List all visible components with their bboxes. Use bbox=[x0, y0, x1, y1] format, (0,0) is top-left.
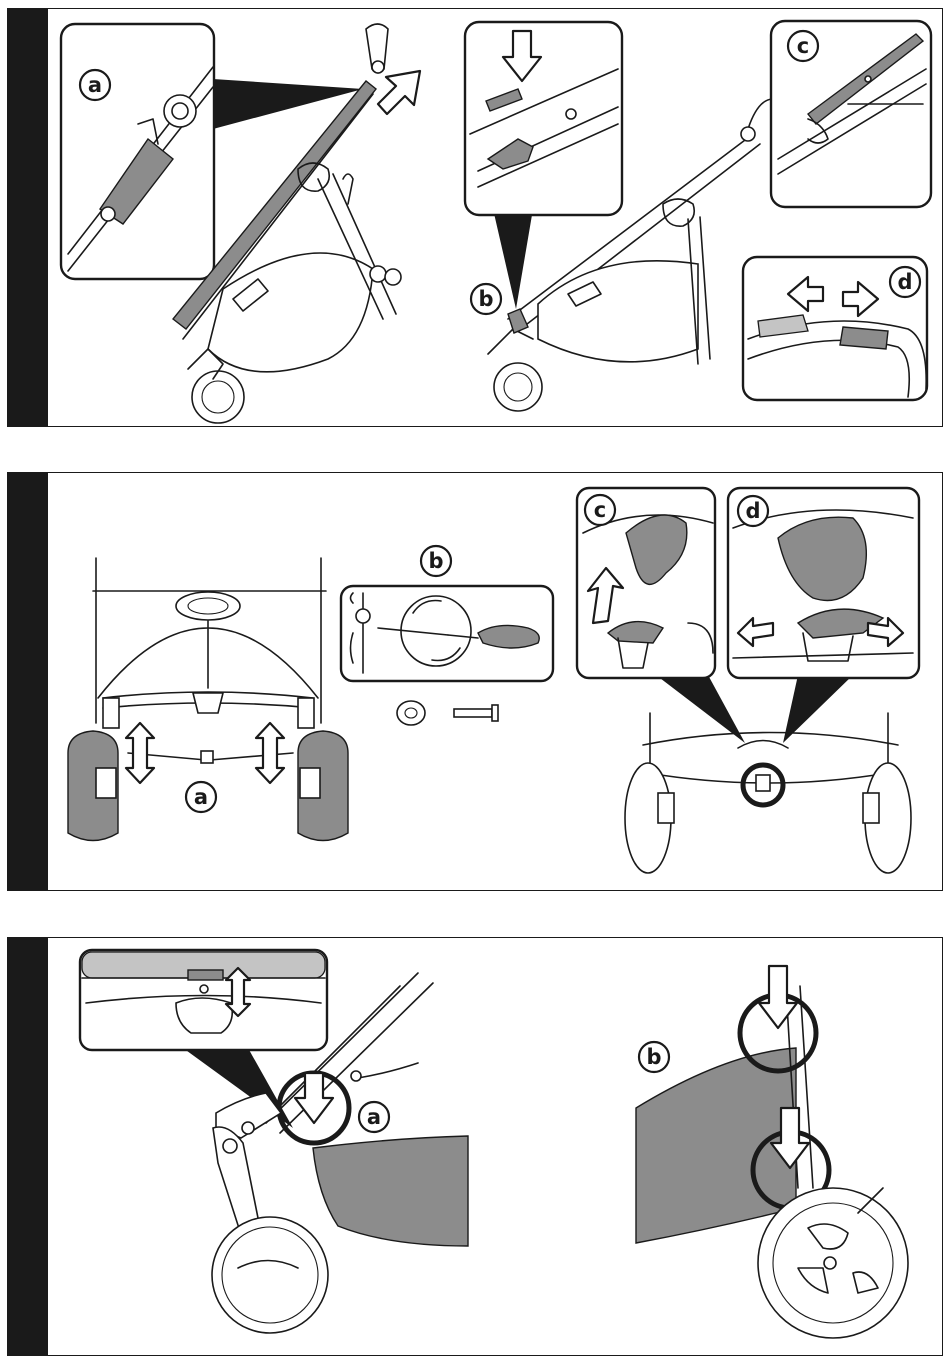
label-c-p1: c bbox=[788, 31, 818, 61]
inset-a-p3 bbox=[80, 950, 327, 1050]
label-a-p1: a bbox=[80, 70, 110, 100]
seat-fabric-a bbox=[313, 1136, 468, 1246]
nut bbox=[397, 701, 425, 725]
svg-text:a: a bbox=[367, 1105, 381, 1129]
label-b-p2: b bbox=[421, 546, 451, 576]
instruction-panel-3: a b bbox=[7, 937, 943, 1356]
panel-2-illustration: a b c d bbox=[8, 473, 944, 892]
svg-text:b: b bbox=[646, 1045, 661, 1069]
inset-a bbox=[61, 24, 214, 279]
canopy-clip bbox=[188, 970, 223, 980]
label-b-p3: b bbox=[639, 1042, 669, 1072]
svg-text:d: d bbox=[897, 270, 912, 294]
svg-text:c: c bbox=[594, 498, 606, 522]
rear-wheel-2 bbox=[494, 363, 542, 411]
label-c-p2: c bbox=[585, 495, 615, 525]
press-arrow-a bbox=[295, 1073, 333, 1123]
svg-text:a: a bbox=[194, 785, 208, 809]
lift-arrow bbox=[378, 71, 420, 114]
instruction-panel-1: a b c d bbox=[7, 8, 943, 427]
inset-b-p2 bbox=[341, 586, 553, 725]
stroller-rear-view bbox=[625, 713, 911, 873]
bolt bbox=[454, 709, 492, 717]
stroller-side-b bbox=[636, 966, 908, 1338]
svg-text:d: d bbox=[745, 499, 760, 523]
svg-text:b: b bbox=[478, 287, 493, 311]
panel-3-illustration: a b bbox=[8, 938, 944, 1357]
label-a-p2: a bbox=[186, 782, 216, 812]
instruction-panel-2: a b c d bbox=[7, 472, 943, 891]
front-wheel bbox=[192, 371, 244, 423]
label-d-p2: d bbox=[738, 496, 768, 526]
label-b-p1: b bbox=[471, 284, 501, 314]
handle-grip-right bbox=[840, 327, 888, 349]
svg-text:a: a bbox=[88, 73, 102, 97]
front-wheel-a bbox=[212, 1217, 328, 1333]
adjust-arrow-right bbox=[256, 723, 284, 783]
svg-text:b: b bbox=[428, 549, 443, 573]
inset-b bbox=[465, 22, 622, 309]
screwdriver-handle bbox=[478, 625, 539, 648]
label-a-p3: a bbox=[359, 1102, 389, 1132]
svg-text:c: c bbox=[797, 34, 809, 58]
label-d-p1: d bbox=[890, 267, 920, 297]
panel-1-illustration: a b c d bbox=[8, 9, 944, 428]
